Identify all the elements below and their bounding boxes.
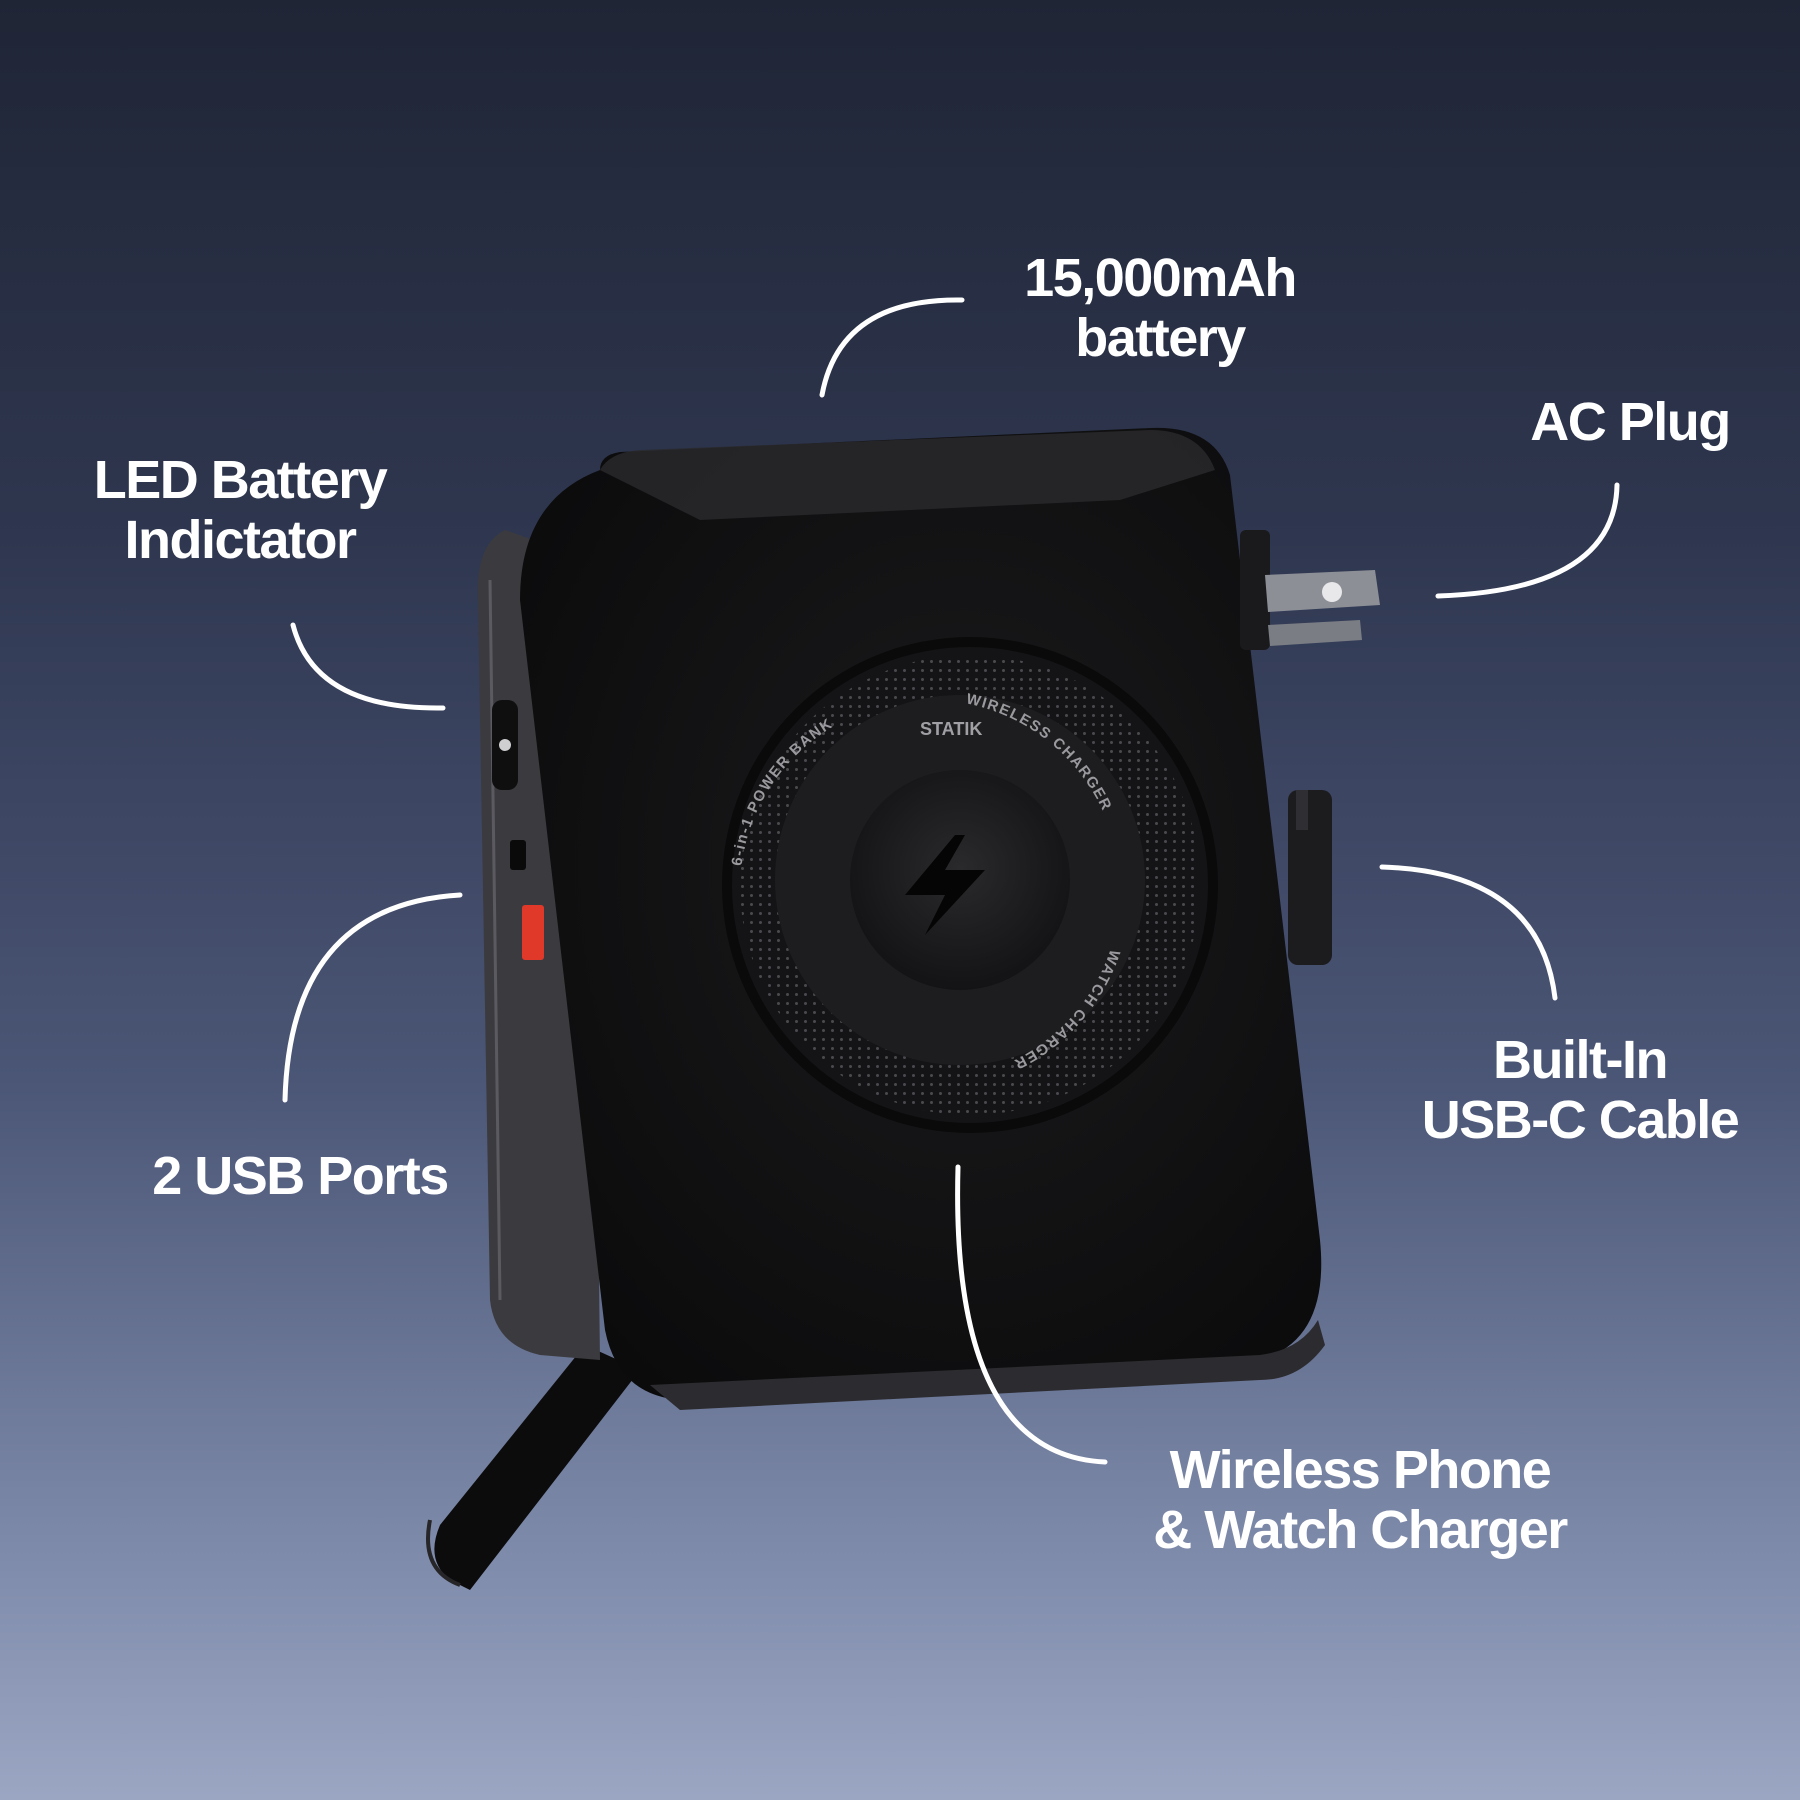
callout-led-line1: LED Battery — [93, 450, 388, 510]
callout-battery-line1: 15,000mAh — [1024, 248, 1297, 308]
callout-ac-line1: AC Plug — [1530, 392, 1731, 452]
cable-strap — [426, 1345, 640, 1590]
callout-battery-line2: battery — [1075, 308, 1246, 368]
callout-cable-line1: Built-In — [1493, 1030, 1668, 1090]
ac-plug — [1240, 530, 1380, 650]
callout-cable-line2: USB-C Cable — [1421, 1090, 1740, 1150]
callout-led-line2: Indictator — [124, 510, 357, 570]
callout-line-usb — [282, 892, 463, 1103]
side-ports — [492, 700, 544, 960]
callout-battery: 15,000mAh battery — [980, 248, 1340, 368]
callout-wireless: Wireless Phone & Watch Charger — [1110, 1440, 1610, 1560]
callout-lines — [282, 297, 1620, 1465]
usb-c-cable — [1288, 790, 1332, 965]
callout-line-led — [290, 622, 446, 711]
wireless-pad — [722, 637, 1218, 1133]
callout-usb: 2 USB Ports — [120, 1146, 480, 1206]
callout-line-cable — [1379, 864, 1558, 1001]
brand-text: STATIK — [920, 719, 982, 739]
callout-line-wireless — [955, 1164, 1108, 1465]
callout-line-ac — [1435, 482, 1620, 599]
usb-port-indicator — [522, 905, 544, 960]
callout-wireless-line1: Wireless Phone — [1169, 1440, 1552, 1500]
callout-led: LED Battery Indictator — [50, 450, 430, 570]
lightning-bolt-icon — [905, 835, 985, 935]
callout-ac-plug: AC Plug — [1500, 392, 1760, 452]
callout-wireless-line2: & Watch Charger — [1153, 1500, 1568, 1560]
callout-line-battery — [819, 297, 965, 398]
callout-usb-line1: 2 USB Ports — [152, 1146, 449, 1206]
callout-cable: Built-In USB-C Cable — [1380, 1030, 1780, 1150]
